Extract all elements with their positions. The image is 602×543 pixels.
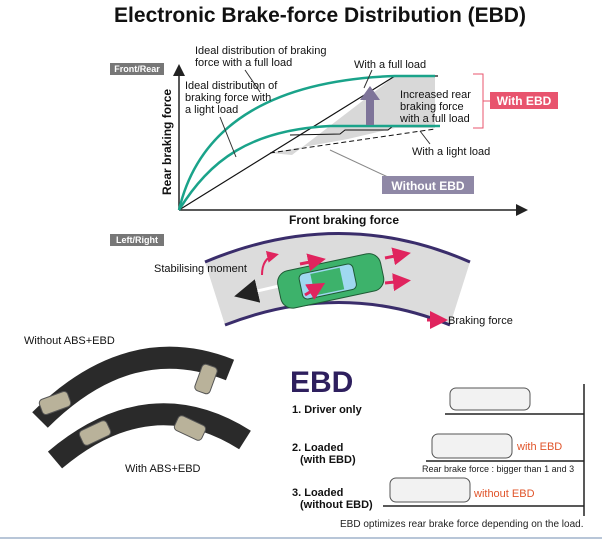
increase-arrow — [360, 86, 380, 125]
left-right-diagram: Left/Right Stabilising moment Braking fo… — [110, 232, 513, 329]
row1-label: 1. Driver only — [292, 404, 363, 416]
ebd-logo: EBD — [290, 366, 353, 399]
with-abs-label: With ABS+EBD — [125, 463, 201, 475]
front-rear-chart: Front/Rear Ideal distribution of braking… — [110, 45, 558, 227]
leader-line — [419, 130, 431, 145]
y-axis-label: Rear braking force — [160, 89, 174, 195]
stabilising-arrow — [261, 250, 279, 276]
leader-line — [329, 149, 391, 179]
ebd-panel: EBD 1. Driver only 2. Loaded (with EBD) … — [290, 366, 585, 530]
row3-sublabel: (without EBD) — [300, 499, 373, 511]
car-skidding — [38, 390, 72, 416]
stabilising-label: Stabilising moment — [154, 263, 247, 275]
car-skidding — [194, 363, 218, 395]
row2-sublabel: (with EBD) — [300, 454, 356, 466]
without-ebd-note: without EBD — [473, 488, 535, 500]
ebd-footer: EBD optimizes rear brake force depending… — [340, 519, 583, 530]
braking-force-arrow — [384, 273, 411, 292]
x-axis-label: Front braking force — [289, 213, 399, 227]
without-ebd-badge: Without EBD — [391, 179, 465, 193]
with-ebd-badge: With EBD — [497, 94, 552, 108]
leader-line — [244, 69, 261, 93]
braking-force-arrow — [304, 282, 326, 300]
braking-force-arrow — [384, 247, 411, 266]
increase-area — [270, 76, 435, 155]
row3-label: 3. Loaded — [292, 487, 343, 499]
car-row1 — [449, 387, 531, 411]
ideal-light-label-2: braking force with — [185, 92, 271, 104]
ideal-light-load-curve — [177, 124, 440, 211]
row2-label: 2. Loaded — [292, 442, 343, 454]
car-row3 — [389, 477, 471, 503]
ideal-light-label-1: Ideal distribution of — [185, 80, 278, 92]
abs-illustration: Without ABS+EBD With ABS+EBD — [24, 335, 251, 475]
page-title: Electronic Brake-force Distribution (EBD… — [114, 4, 526, 27]
front-rear-tag: Front/Rear — [114, 64, 160, 74]
without-abs-label: Without ABS+EBD — [24, 335, 115, 347]
braking-force-arrow — [299, 253, 326, 272]
car-controlled — [173, 415, 207, 441]
increased-label-1: Increased rear — [400, 89, 471, 101]
ideal-full-label-1: Ideal distribution of braking — [195, 45, 326, 57]
left-right-tag: Left/Right — [116, 235, 158, 245]
with-full-load-label: With a full load — [354, 59, 426, 71]
left-right-tag-bg — [110, 234, 164, 246]
braking-force-legend: Braking force — [448, 315, 513, 327]
increased-label-2: braking force — [400, 101, 464, 113]
leader-line — [363, 69, 373, 89]
leader-line — [219, 116, 237, 158]
ideal-full-label-2: force with a full load — [195, 57, 292, 69]
road-edge — [204, 232, 471, 264]
without-ebd-bg — [382, 176, 474, 194]
road-lower — [47, 403, 251, 469]
with-ebd-bracket — [473, 73, 490, 129]
ideal-light-label-3: a light load — [185, 104, 238, 116]
rear-brake-note: Rear brake force : bigger than 1 and 3 — [422, 464, 574, 474]
with-ebd-note: with EBD — [516, 441, 562, 453]
car-row2 — [431, 433, 513, 459]
road-edge — [224, 301, 451, 327]
car-controlled — [78, 420, 112, 446]
increased-label-3: with a full load — [399, 113, 470, 125]
black-line — [178, 75, 396, 211]
without-ebd-dashed — [269, 128, 436, 154]
front-rear-tag-bg — [110, 63, 164, 75]
with-light-load-label: With a light load — [412, 146, 490, 158]
ideal-full-load-curve — [177, 74, 435, 211]
with-ebd-bg — [490, 92, 558, 109]
